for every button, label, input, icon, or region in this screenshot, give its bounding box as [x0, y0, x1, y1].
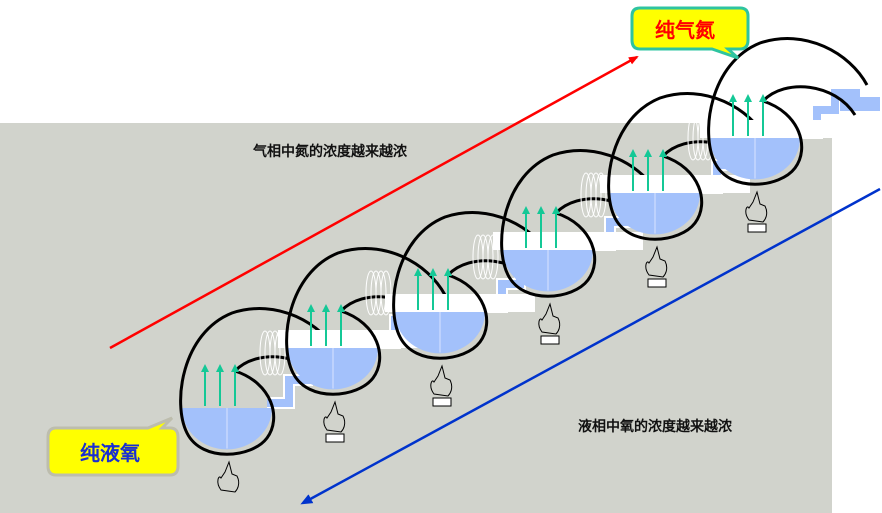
burner-icon: [432, 397, 452, 407]
callout-pure-nitrogen: [630, 6, 750, 60]
stage-vessel-2: [278, 247, 447, 443]
coil-ring: [595, 172, 607, 218]
callout-bottom-text: 纯液氧: [80, 441, 140, 465]
coil-ring: [375, 270, 387, 316]
liquid-phase-label: 液相中氧的浓度越来越浓: [578, 419, 732, 435]
vessel-shell: [607, 92, 769, 241]
flame-icon: [538, 302, 561, 335]
vessel-shell: [500, 149, 662, 298]
stage-vessel-6: [700, 37, 869, 233]
burner-icon: [540, 335, 560, 345]
burner-icon: [325, 433, 345, 443]
callout-pure-liquid-oxygen: [46, 416, 180, 477]
tray-band: [493, 232, 643, 250]
flame-icon: [430, 364, 453, 397]
vessel-shell: [285, 247, 447, 396]
tray-band: [700, 120, 850, 138]
coil-ring: [380, 270, 392, 316]
flame-icon: [217, 460, 240, 493]
flame-icon: [645, 245, 668, 278]
coil-ring: [482, 234, 494, 280]
tray-band: [600, 175, 750, 193]
stage-vessel-1: [179, 307, 341, 493]
gas-concentration-arrow: [109, 55, 639, 350]
tray-band: [385, 294, 535, 312]
burner-icon: [747, 223, 767, 233]
stage-vessel-4: [493, 149, 662, 345]
coil-ring: [269, 330, 281, 376]
vessel-shell: [179, 307, 341, 456]
liquid-concentration-arrow: [300, 187, 881, 505]
flame-icon: [745, 190, 768, 223]
gas-phase-label: 气相中氮的浓度越来越浓: [253, 144, 407, 160]
vessels-layer: [179, 37, 869, 493]
vessel-inner-curl: [761, 85, 857, 116]
coil-ring: [590, 172, 602, 218]
burner-icon: [647, 278, 667, 288]
stage-vessel-5: [600, 92, 769, 288]
stage-vessel-3: [385, 211, 554, 407]
callout-top-text: 纯气氮: [655, 18, 715, 42]
flame-icon: [323, 400, 346, 433]
tray-band: [278, 330, 428, 348]
vessel-shell: [707, 37, 869, 186]
vessel-shell: [392, 211, 554, 360]
